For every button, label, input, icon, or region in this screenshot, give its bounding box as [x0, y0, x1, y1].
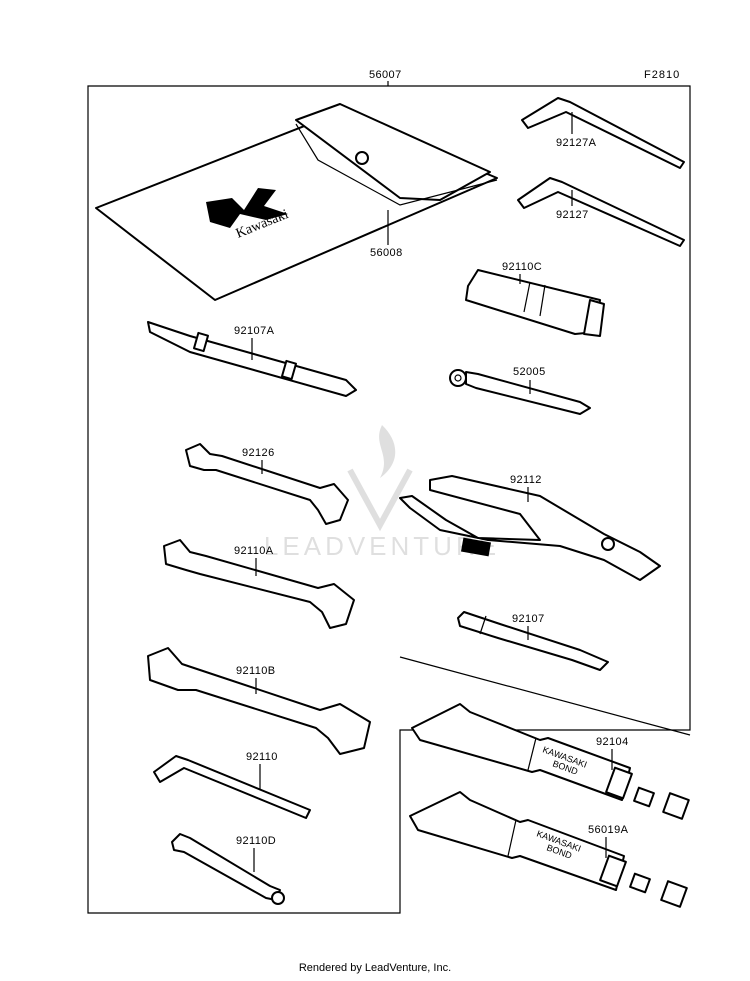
part-label-52005: 52005 [513, 366, 546, 378]
open-wrench-92110B [147, 647, 371, 755]
flame-icon [379, 425, 396, 478]
bond-tube-56019A: KAWASAKI BOND [409, 791, 688, 908]
v-mark-icon [347, 468, 413, 532]
part-label-56007: 56007 [369, 69, 402, 81]
open-wrench-92126 [185, 443, 349, 525]
hex-wrench-92127A [521, 97, 685, 169]
watermark: LEADVENTURE [264, 425, 500, 561]
box-spanner-92110C [465, 269, 605, 337]
part-label-92126: 92126 [242, 447, 275, 459]
part-label-92127A: 92127A [556, 137, 597, 149]
tube-frame [399, 656, 691, 736]
assembly-frame [87, 85, 691, 914]
screwdriver-52005 [449, 369, 591, 415]
part-label-92110: 92110 [246, 751, 278, 763]
part-label-92107A: 92107A [234, 325, 275, 337]
part-label-92110B: 92110B [236, 665, 276, 677]
watermark-text: LEADVENTURE [264, 531, 500, 561]
part-label-92107: 92107 [512, 613, 545, 625]
figure-ref-code: F2810 [644, 69, 680, 81]
pliers-92112 [399, 475, 661, 581]
open-wrench-92110A [163, 539, 355, 629]
part-label-92127: 92127 [556, 209, 589, 221]
footer-credit: Rendered by LeadVenture, Inc. [298, 962, 452, 974]
part-label-92110C: 92110C [502, 261, 542, 273]
part-label-92104: 92104 [596, 736, 629, 748]
part-label-92110D: 92110D [236, 835, 276, 847]
screwdriver-92110D [171, 833, 285, 905]
part-label-56019A: 56019A [588, 824, 629, 836]
part-label-92110A: 92110A [234, 545, 274, 557]
part-label-56008: 56008 [370, 247, 403, 259]
hex-wrench-92127 [517, 177, 685, 247]
tool-pouch: Kawasaki [95, 103, 498, 301]
part-label-92112: 92112 [510, 474, 542, 486]
screwdriver-bit-92107 [457, 611, 609, 671]
pliers-grip [460, 537, 492, 557]
hex-wrench-92110 [153, 755, 311, 819]
